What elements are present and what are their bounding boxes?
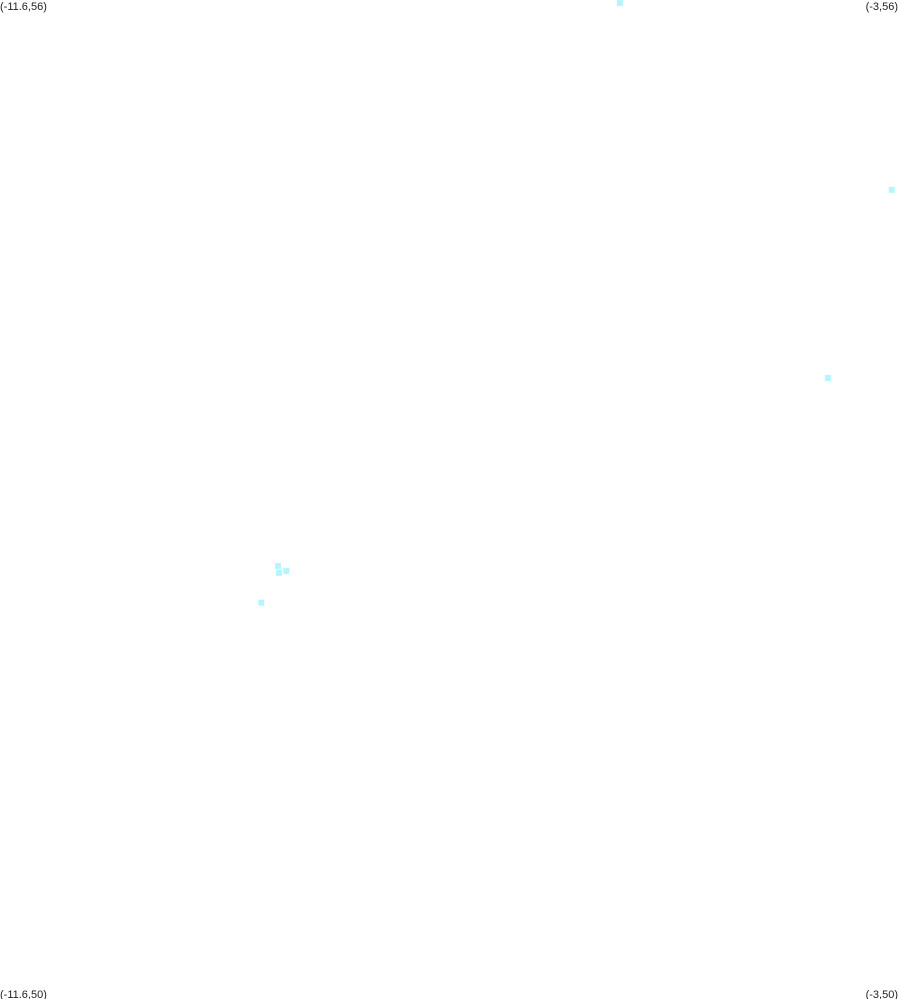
corner-label-top-left: (-11.6,56) (0, 1, 47, 13)
corner-label-bottom-right: (-3,50) (866, 989, 898, 999)
data-point-2 (888, 186, 895, 193)
corner-label-top-right: (-3,56) (866, 1, 898, 13)
data-point-7 (258, 599, 265, 606)
corner-label-bottom-left: (-11.6,50) (0, 989, 47, 999)
data-point-1 (616, 0, 623, 6)
data-point-4 (275, 563, 282, 570)
data-point-3 (824, 375, 831, 381)
data-point-6 (283, 568, 290, 575)
points-layer (258, 0, 895, 606)
data-point-5 (276, 569, 283, 576)
